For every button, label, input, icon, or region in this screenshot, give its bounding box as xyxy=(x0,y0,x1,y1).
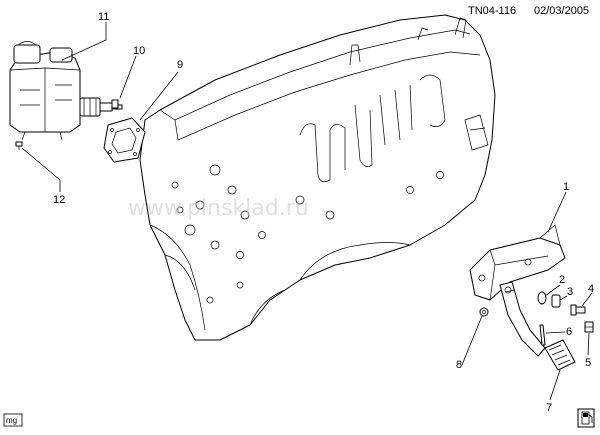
nut-5 xyxy=(584,321,594,333)
pedal-bracket xyxy=(469,224,566,301)
leader-lines xyxy=(21,22,593,401)
brake-pedal-arm xyxy=(499,281,546,357)
callout-6: 6 xyxy=(566,326,572,338)
callout-4: 4 xyxy=(588,283,594,295)
callout-1: 1 xyxy=(563,181,569,193)
grommet-8 xyxy=(479,307,489,317)
figure-code: TN04-116 xyxy=(468,5,516,17)
callout-7: 7 xyxy=(546,402,552,414)
figure-date: 02/03/2005 xyxy=(534,5,589,17)
callout-3: 3 xyxy=(567,286,573,298)
corner-tag: mg xyxy=(6,416,17,425)
callout-10: 10 xyxy=(133,45,145,57)
dash-panel xyxy=(139,14,496,341)
brake-booster-master-cylinder xyxy=(9,41,123,141)
pedal-pad-7 xyxy=(544,339,576,371)
corner-tag-box xyxy=(3,413,23,427)
callout-12: 12 xyxy=(53,194,65,206)
watermark: www.pinsklad.ru xyxy=(128,196,309,221)
pivot-bushing-2 xyxy=(537,291,547,305)
fastener-12 xyxy=(15,141,23,150)
fuel-pump-icon xyxy=(577,408,595,428)
clip-10 xyxy=(111,99,119,109)
pivot-spacer-3 xyxy=(551,294,561,308)
callout-2: 2 xyxy=(559,274,565,286)
pivot-bolt-4 xyxy=(570,304,586,316)
callout-8: 8 xyxy=(456,359,462,371)
callout-5: 5 xyxy=(585,357,591,369)
callout-11: 11 xyxy=(98,11,109,23)
callout-9: 9 xyxy=(177,59,183,71)
gasket-9 xyxy=(103,117,146,163)
pin-6 xyxy=(539,324,546,346)
